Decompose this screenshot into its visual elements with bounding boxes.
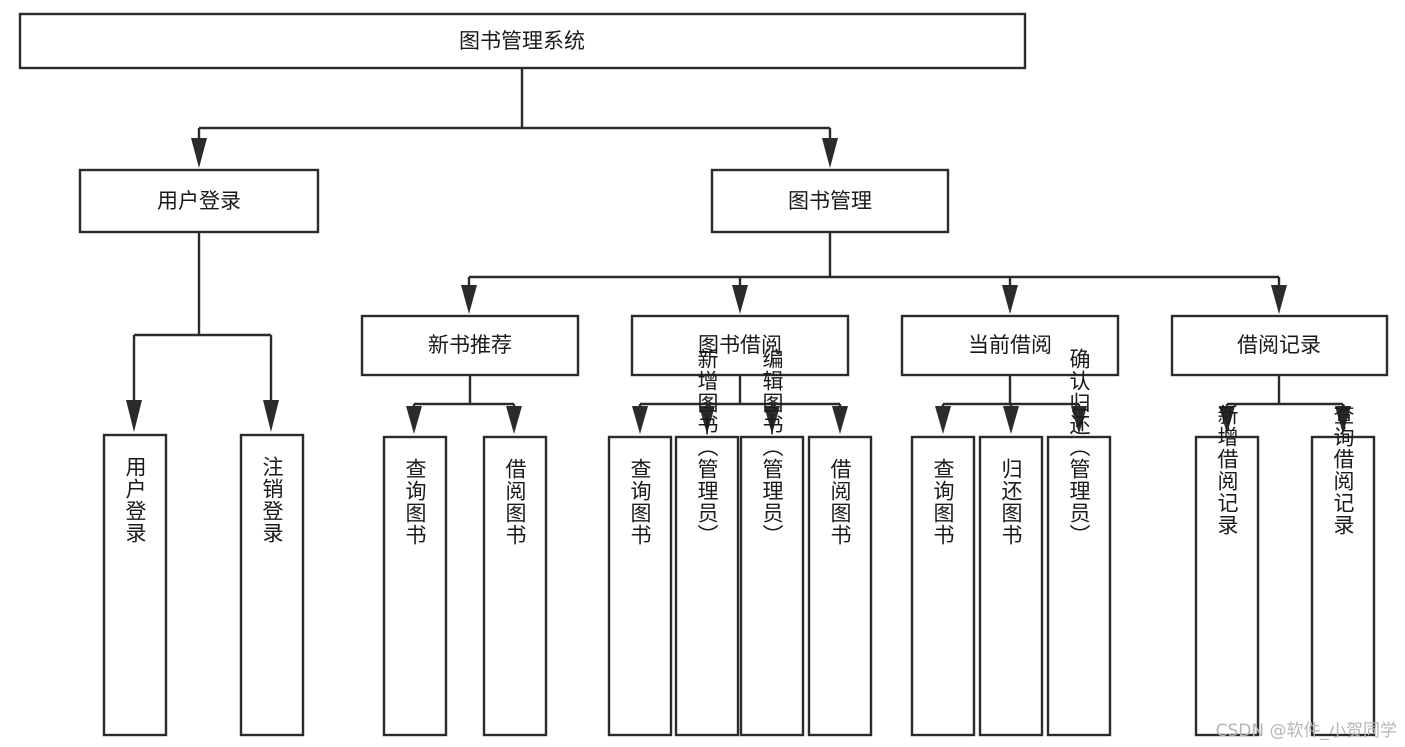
node-user-login[interactable]: 用户登录 bbox=[78, 168, 320, 234]
user-login-label: 用户登录 bbox=[157, 189, 241, 213]
book-management-label: 图书管理 bbox=[788, 189, 872, 213]
arrow-icon bbox=[506, 406, 522, 434]
leaf-node[interactable]: 查询图书 bbox=[910, 435, 976, 737]
user-login-box bbox=[78, 168, 320, 234]
leaf-node[interactable]: 借阅图书 bbox=[807, 435, 873, 737]
leaf-label: 查询图书 bbox=[628, 458, 652, 546]
arrow-icon bbox=[822, 138, 838, 168]
current-borrow-label: 当前借阅 bbox=[968, 333, 1052, 357]
leaf-box bbox=[1194, 435, 1260, 737]
leaf-node[interactable]: 查询图书 bbox=[382, 435, 448, 737]
leaf-node[interactable]: 用户登录 bbox=[102, 433, 168, 737]
root-box bbox=[18, 12, 1027, 70]
leaf-box bbox=[910, 435, 976, 737]
leaf-label: 借阅图书 bbox=[828, 458, 852, 546]
arrow-icon bbox=[1071, 406, 1087, 434]
node-borrow-record[interactable]: 借阅记录 bbox=[1170, 314, 1389, 377]
book-borrow-label: 图书借阅 bbox=[698, 333, 782, 357]
leaf-label: 借阅图书 bbox=[503, 458, 527, 546]
connector-root-to-level1 bbox=[191, 68, 838, 168]
leaf-label: 编辑图书（管理员） bbox=[760, 348, 784, 546]
leaf-box bbox=[102, 433, 168, 737]
leaf-node[interactable]: 查询图书 bbox=[607, 435, 673, 737]
node-book-management[interactable]: 图书管理 bbox=[710, 168, 950, 234]
leaf-box bbox=[807, 435, 873, 737]
leaf-node[interactable]: 确认归还（管理员） bbox=[1046, 348, 1112, 737]
connector-current-borrow-to-leaves bbox=[935, 375, 1087, 434]
arrow-icon bbox=[632, 406, 648, 434]
leaf-label: 归还图书 bbox=[999, 458, 1023, 546]
leaf-box bbox=[739, 435, 805, 737]
leaf-label: 查询图书 bbox=[403, 458, 427, 546]
leaf-box bbox=[674, 435, 740, 737]
arrow-icon bbox=[1335, 406, 1351, 434]
arrow-icon bbox=[732, 285, 748, 314]
node-root[interactable]: 图书管理系统 bbox=[18, 12, 1027, 70]
arrow-icon bbox=[461, 285, 477, 314]
leaf-box bbox=[1046, 435, 1112, 737]
leaf-box bbox=[382, 435, 448, 737]
leaf-label: 新增借阅记录 bbox=[1215, 404, 1239, 536]
arrow-icon bbox=[1271, 285, 1287, 314]
connector-borrow-record-to-leaves bbox=[1219, 375, 1351, 434]
connector-user-login-to-leaves bbox=[126, 232, 279, 432]
leaf-label: 查询借阅记录 bbox=[1331, 404, 1355, 536]
leaf-label: 确认归还（管理员） bbox=[1067, 348, 1091, 546]
arrow-icon bbox=[126, 400, 142, 432]
arrow-icon bbox=[699, 406, 715, 434]
root-label: 图书管理系统 bbox=[459, 29, 585, 53]
arrow-icon bbox=[406, 406, 422, 434]
arrow-icon bbox=[935, 406, 951, 434]
arrow-icon bbox=[832, 406, 848, 434]
leaf-node[interactable]: 注销登录 bbox=[239, 433, 305, 737]
leaf-label: 用户登录 bbox=[123, 456, 147, 544]
leaf-box bbox=[1310, 435, 1376, 737]
borrow-record-box bbox=[1170, 314, 1389, 377]
leaf-box bbox=[239, 433, 305, 737]
arrow-icon bbox=[263, 400, 279, 432]
leaf-box bbox=[607, 435, 673, 737]
arrow-icon bbox=[1219, 406, 1235, 434]
leaf-node[interactable]: 查询借阅记录 bbox=[1310, 404, 1376, 737]
node-book-borrow[interactable]: 图书借阅 bbox=[630, 314, 850, 377]
leaf-node[interactable]: 新增借阅记录 bbox=[1194, 404, 1260, 737]
leaf-box bbox=[482, 435, 548, 737]
new-book-recommend-box bbox=[360, 314, 580, 377]
arrow-icon bbox=[191, 138, 207, 168]
leaf-node[interactable]: 借阅图书 bbox=[482, 435, 548, 737]
leaf-node[interactable]: 新增图书（管理员） bbox=[674, 348, 740, 737]
connector-book-management-to-level2 bbox=[461, 232, 1287, 314]
borrow-record-label: 借阅记录 bbox=[1237, 333, 1321, 357]
leaf-box bbox=[978, 435, 1044, 737]
connector-book-borrow-to-leaves bbox=[632, 375, 848, 434]
new-book-recommend-label: 新书推荐 bbox=[428, 333, 512, 357]
connector-new-book-recommend-to-leaves bbox=[406, 375, 522, 434]
arrow-icon bbox=[1003, 406, 1019, 434]
node-new-book-recommend[interactable]: 新书推荐 bbox=[360, 314, 580, 377]
leaf-label: 新增图书（管理员） bbox=[695, 348, 719, 546]
arrow-icon bbox=[1002, 285, 1018, 314]
leaf-label: 注销登录 bbox=[260, 456, 284, 544]
leaf-node[interactable]: 归还图书 bbox=[978, 435, 1044, 737]
leaf-label: 查询图书 bbox=[931, 458, 955, 546]
leaf-node[interactable]: 编辑图书（管理员） bbox=[739, 348, 805, 737]
arrow-icon bbox=[764, 406, 780, 434]
